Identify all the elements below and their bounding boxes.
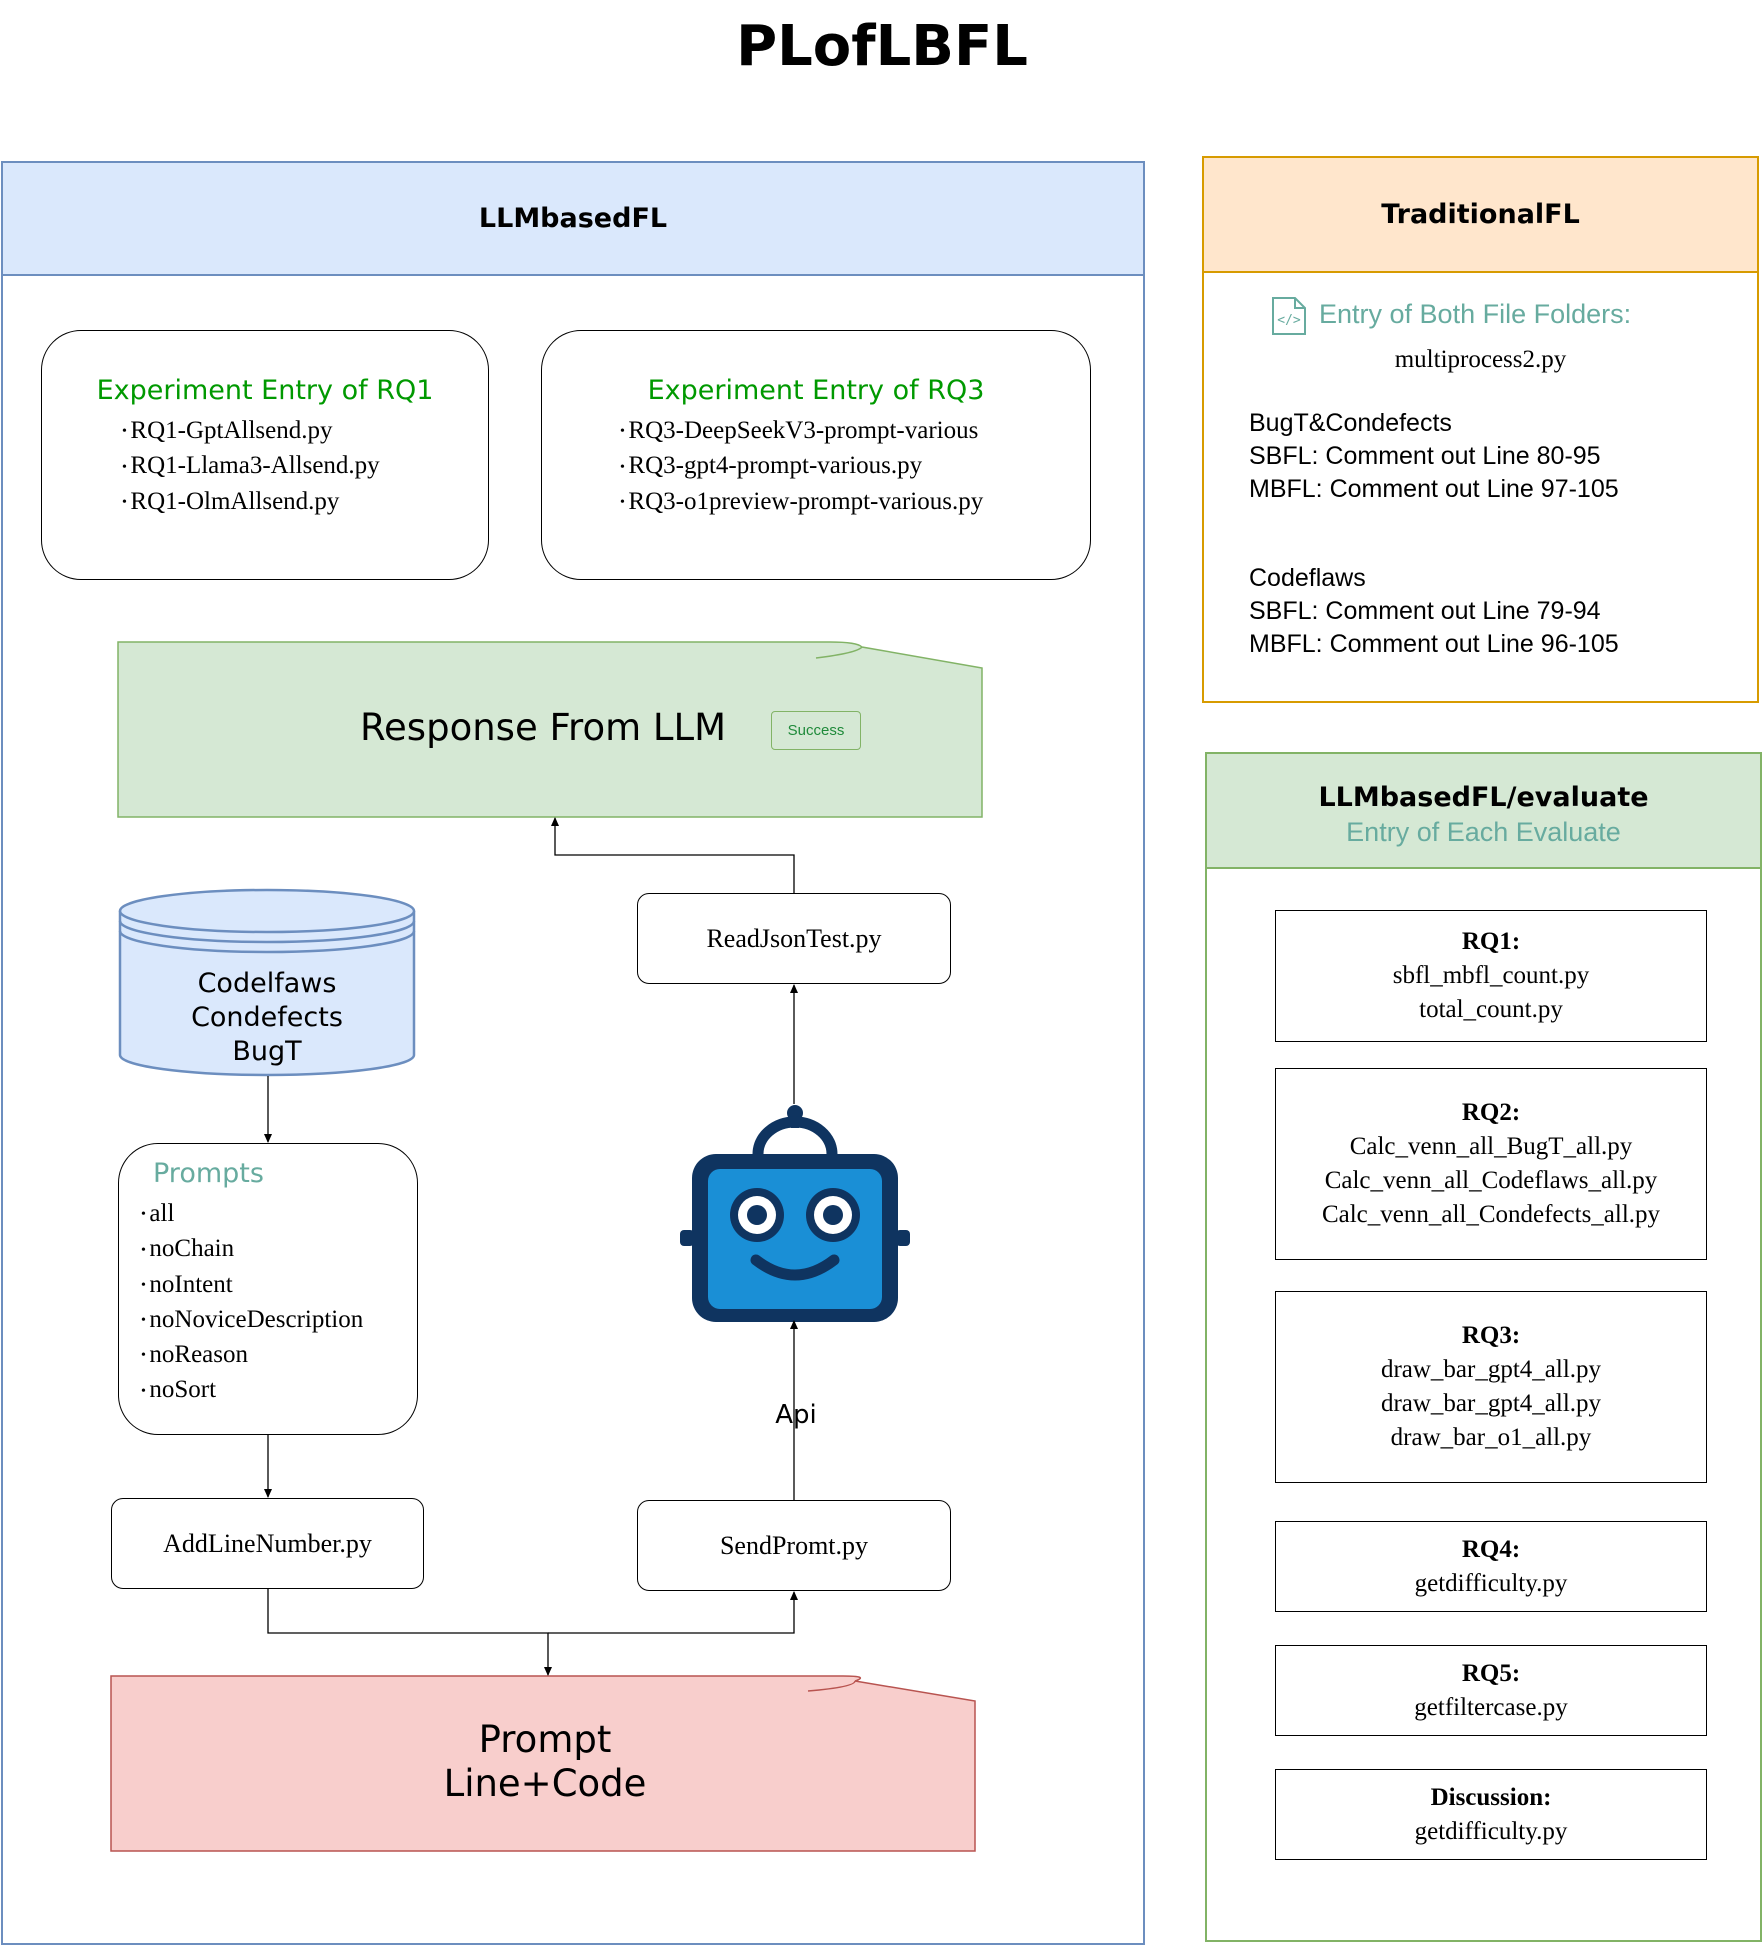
eval-file: draw_bar_gpt4_all.py bbox=[1380, 1390, 1602, 1417]
list-item: all bbox=[141, 1197, 417, 1232]
eval-box-rq1: RQ1: sbfl_mbfl_count.py total_count.py bbox=[1275, 910, 1707, 1042]
list-item: noSort bbox=[141, 1373, 417, 1408]
group-line: MBFL: Comment out Line 96-105 bbox=[1249, 630, 1619, 658]
list-item: noIntent bbox=[141, 1268, 417, 1303]
llm-panel-header: LLMbasedFL bbox=[1, 161, 1145, 276]
traditional-group-2: Codeflaws SBFL: Comment out Line 79-94 M… bbox=[1249, 562, 1619, 661]
list-item: noNoviceDescription bbox=[141, 1303, 417, 1338]
database-icon bbox=[118, 888, 416, 1077]
svg-text:</>: </> bbox=[1277, 313, 1301, 328]
list-item: noReason bbox=[141, 1338, 417, 1373]
response-document bbox=[117, 641, 983, 818]
eval-box-discussion: Discussion: getdifficulty.py bbox=[1275, 1769, 1707, 1860]
eval-box-title: Discussion: bbox=[1430, 1783, 1552, 1811]
prompts-list: all noChain noIntent noNoviceDescription… bbox=[141, 1197, 417, 1409]
group-title: BugT&Condefects bbox=[1249, 409, 1452, 437]
page-title: PLofLBFL bbox=[736, 14, 1028, 79]
rq3-entry-list: RQ3-DeepSeekV3-prompt-various RQ3-gpt4-p… bbox=[620, 414, 1090, 520]
eval-box-title: RQ1: bbox=[1461, 928, 1521, 955]
database-label: Codelfaws Condefects BugT bbox=[118, 967, 416, 1069]
list-item: RQ3-o1preview-prompt-various.py bbox=[620, 485, 1090, 520]
send-prompt-box: SendPromt.py bbox=[637, 1500, 951, 1591]
list-item: RQ1-GptAllsend.py bbox=[122, 414, 488, 449]
eval-file: Calc_venn_all_Condefects_all.py bbox=[1321, 1201, 1661, 1228]
prompts-title: Prompts bbox=[153, 1158, 264, 1189]
group-line: SBFL: Comment out Line 80-95 bbox=[1249, 442, 1601, 470]
eval-box-rq5: RQ5: getfiltercase.py bbox=[1275, 1645, 1707, 1736]
eval-box-title: RQ5: bbox=[1461, 1659, 1521, 1687]
evaluate-panel-header: LLMbasedFL/evaluate Entry of Each Evalua… bbox=[1205, 752, 1762, 869]
prompt-document-label: Prompt Line+Code bbox=[110, 1718, 980, 1806]
eval-box-rq4: RQ4: getdifficulty.py bbox=[1275, 1521, 1707, 1612]
eval-file: total_count.py bbox=[1419, 996, 1563, 1023]
add-line-number-box: AddLineNumber.py bbox=[111, 1498, 424, 1589]
prompt-doc-line: Line+Code bbox=[443, 1762, 647, 1805]
evaluate-subtitle: Entry of Each Evaluate bbox=[1346, 817, 1621, 847]
eval-box-rq3: RQ3: draw_bar_gpt4_all.py draw_bar_gpt4_… bbox=[1275, 1291, 1707, 1483]
eval-file: draw_bar_o1_all.py bbox=[1390, 1424, 1592, 1451]
prompts-box: Prompts all noChain noIntent noNoviceDes… bbox=[118, 1143, 418, 1435]
list-item: RQ3-gpt4-prompt-various.py bbox=[620, 449, 1090, 484]
code-file-icon: </> bbox=[1272, 297, 1306, 335]
eval-file: getfiltercase.py bbox=[1414, 1693, 1568, 1721]
success-badge: Success bbox=[771, 711, 861, 750]
rq3-entry-title: Experiment Entry of RQ3 bbox=[647, 375, 985, 406]
eval-box-title: RQ2: bbox=[1461, 1099, 1521, 1126]
prompt-doc-line: Prompt bbox=[478, 1718, 612, 1761]
list-item: RQ1-Llama3-Allsend.py bbox=[122, 449, 488, 484]
list-item: RQ3-DeepSeekV3-prompt-various bbox=[620, 414, 1090, 449]
api-label: Api bbox=[766, 1400, 826, 1434]
eval-file: draw_bar_gpt4_all.py bbox=[1380, 1356, 1602, 1383]
group-line: SBFL: Comment out Line 79-94 bbox=[1249, 597, 1601, 625]
rq1-entry-title: Experiment Entry of RQ1 bbox=[96, 375, 434, 406]
database-name: BugT bbox=[232, 1036, 302, 1067]
robot-icon bbox=[680, 1105, 910, 1322]
entry-file: multiprocess2.py bbox=[1394, 346, 1567, 373]
eval-file: getdifficulty.py bbox=[1414, 1569, 1568, 1597]
rq1-entry-list: RQ1-GptAllsend.py RQ1-Llama3-Allsend.py … bbox=[122, 414, 488, 520]
eval-file: sbfl_mbfl_count.py bbox=[1392, 962, 1590, 989]
response-label: Response From LLM bbox=[360, 706, 727, 749]
list-item: RQ1-OlmAllsend.py bbox=[122, 485, 488, 520]
eval-file: Calc_venn_all_BugT_all.py bbox=[1349, 1133, 1633, 1160]
traditional-group-1: BugT&Condefects SBFL: Comment out Line 8… bbox=[1249, 407, 1619, 506]
eval-file: getdifficulty.py bbox=[1414, 1817, 1568, 1845]
database-name: Condefects bbox=[191, 1002, 343, 1033]
read-json-test-box: ReadJsonTest.py bbox=[637, 893, 951, 984]
evaluate-title: LLMbasedFL/evaluate bbox=[1318, 782, 1649, 813]
rq1-entry-box: Experiment Entry of RQ1 RQ1-GptAllsend.p… bbox=[41, 330, 489, 580]
traditional-panel-header: TraditionalFL bbox=[1202, 156, 1759, 273]
list-item: noChain bbox=[141, 1232, 417, 1267]
eval-box-title: RQ3: bbox=[1461, 1322, 1521, 1349]
group-title: Codeflaws bbox=[1249, 564, 1366, 592]
rq3-entry-box: Experiment Entry of RQ3 RQ3-DeepSeekV3-p… bbox=[541, 330, 1091, 580]
eval-box-title: RQ4: bbox=[1461, 1535, 1521, 1563]
eval-file: Calc_venn_all_Codeflaws_all.py bbox=[1324, 1167, 1658, 1194]
database-name: Codelfaws bbox=[197, 968, 337, 999]
eval-box-rq2: RQ2: Calc_venn_all_BugT_all.py Calc_venn… bbox=[1275, 1068, 1707, 1260]
prompt-document bbox=[110, 1675, 976, 1852]
entry-label: Entry of Both File Folders: bbox=[1319, 299, 1632, 329]
group-line: MBFL: Comment out Line 97-105 bbox=[1249, 475, 1619, 503]
